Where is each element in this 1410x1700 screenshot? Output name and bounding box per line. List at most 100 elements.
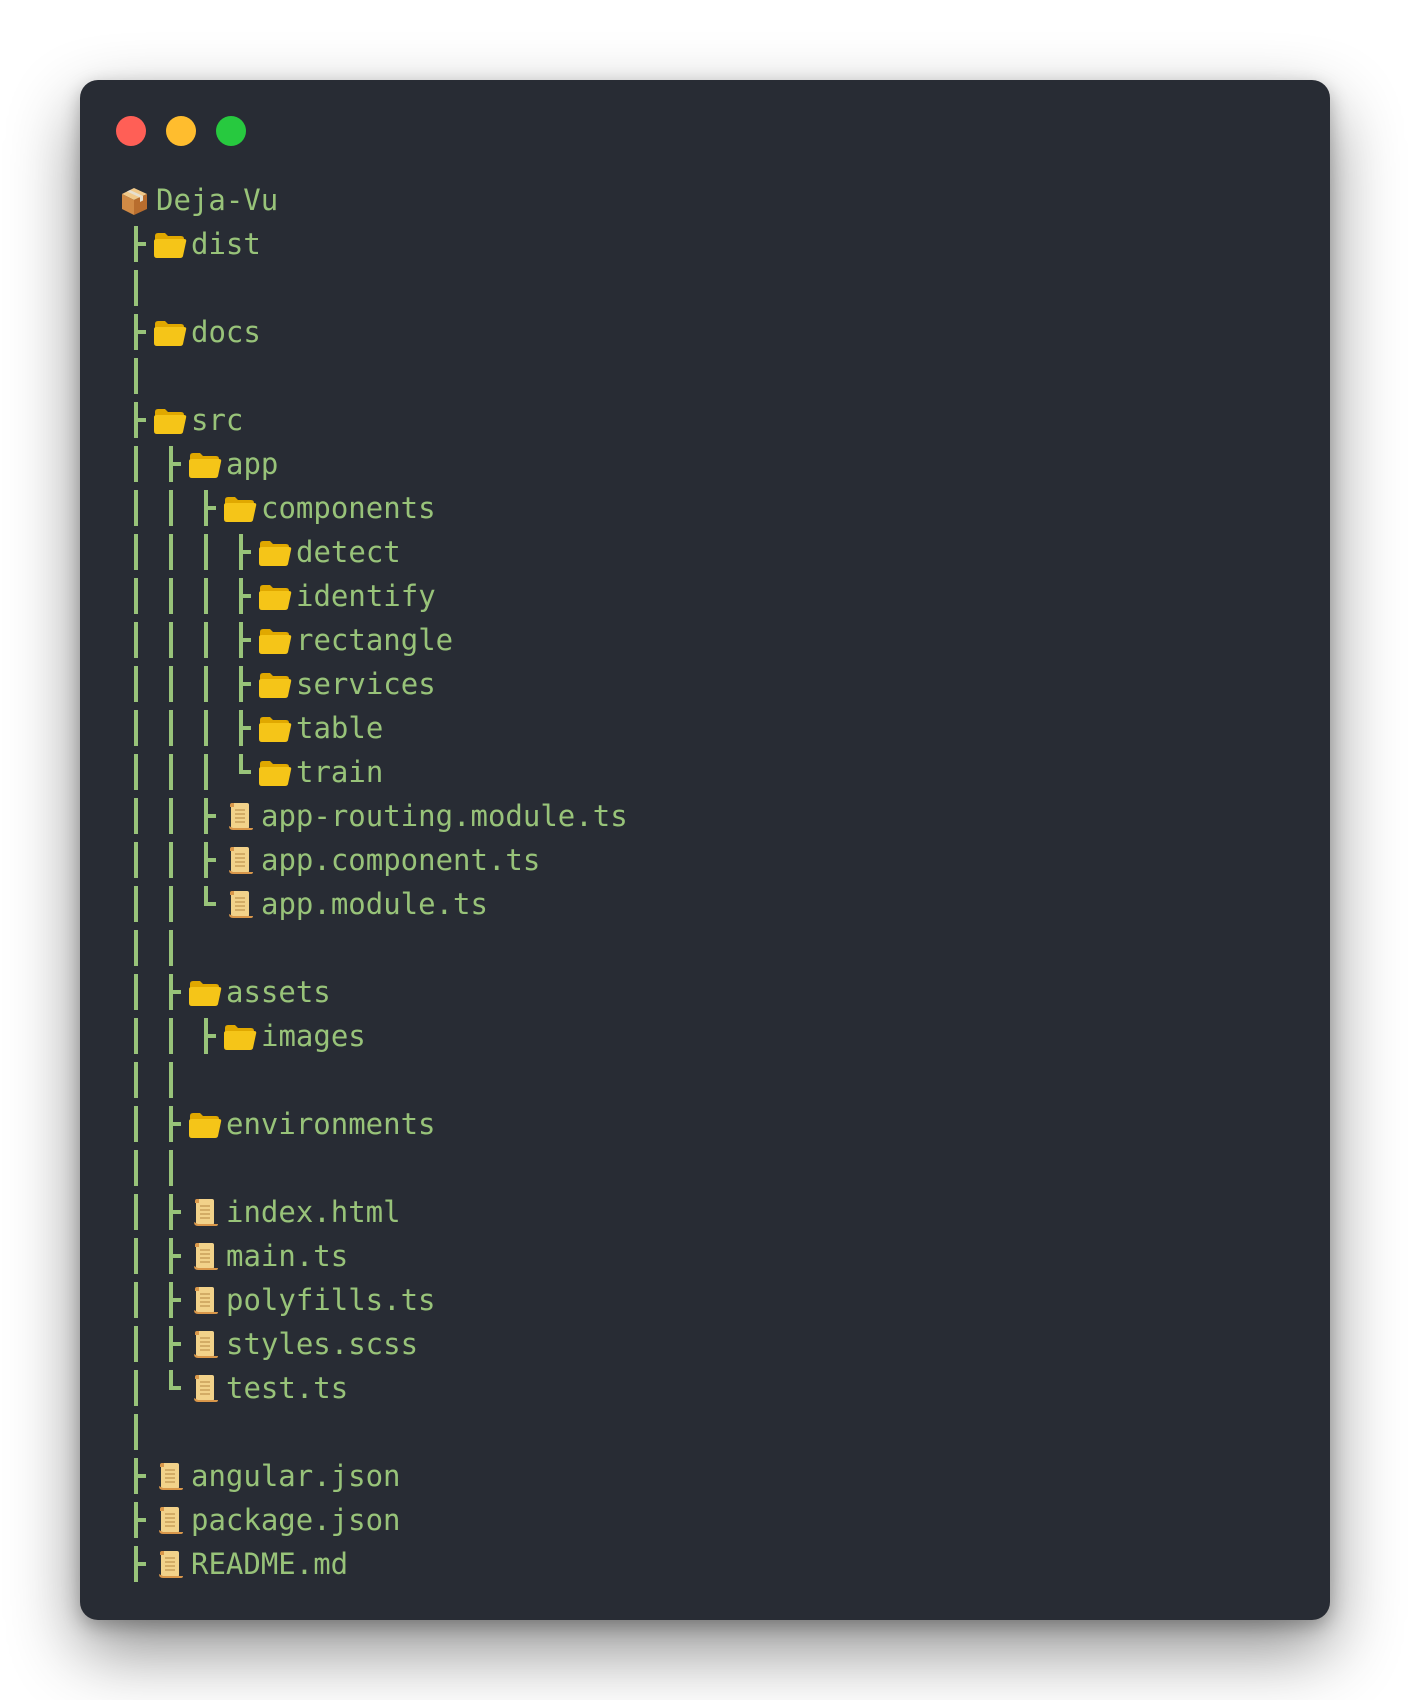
file-icon [188,1286,222,1316]
folder-icon [188,978,222,1008]
tree-guide-bar [153,926,188,970]
folder-icon [258,582,292,612]
tree-guide-tee [153,1102,188,1146]
folder-icon [258,670,292,700]
tree-guide-tee [188,794,223,838]
tree-guide-tee [153,1190,188,1234]
tree-guide-tee [153,970,188,1014]
file-icon [153,1462,187,1492]
tree-item-label: docs [191,315,261,349]
file-icon [223,802,257,832]
tree-guide-corner [223,750,258,794]
folder-icon [153,318,187,348]
tree-item-label: services [296,667,436,701]
tree-guide-bar [153,882,188,926]
tree-guide-bar [118,574,153,618]
tree-item-label: images [261,1019,366,1053]
folder-icon [258,626,292,656]
tree-guide-bar [153,618,188,662]
file-icon [153,1550,187,1580]
tree-guide-bar [118,882,153,926]
tree-guide-bar [153,574,188,618]
tree-item-label: rectangle [296,623,454,657]
tree-guide-bar [118,1278,153,1322]
tree-item-label: environments [226,1107,436,1141]
file-icon [153,1506,187,1536]
tree-guide-bar [118,1366,153,1410]
tree-guide-tee [118,1498,153,1542]
folder-icon [153,230,187,260]
tree-guide-corner [153,1366,188,1410]
tree-guide-tee [118,398,153,442]
minimize-window-button[interactable] [166,116,196,146]
tree-item-label: app.component.ts [261,843,541,877]
tree-guide-bar [118,266,153,310]
tree-item-label: app [226,447,279,481]
tree-item-label: table [296,711,384,745]
tree-item-label: identify [296,579,436,613]
tree-guide-tee [223,574,258,618]
tree-guide-bar [153,662,188,706]
tree-guide-bar [118,1410,153,1454]
tree-guide-bar [118,1234,153,1278]
tree-item-label: app-routing.module.ts [261,799,628,833]
tree-guide-tee [153,1278,188,1322]
tree-item-label: app.module.ts [261,887,488,921]
tree-item-label: test.ts [226,1371,349,1405]
tree-item-label: README.md [191,1547,349,1581]
close-window-button[interactable] [116,116,146,146]
tree-guide-bar [188,530,223,574]
tree-guide-bar [118,750,153,794]
tree-guide-corner [188,882,223,926]
tree-guide-tee [153,1322,188,1366]
tree-guide-bar [118,662,153,706]
tree-item-label: assets [226,975,331,1009]
maximize-window-button[interactable] [216,116,246,146]
tree-guide-bar [118,1014,153,1058]
tree-guide-tee [188,486,223,530]
tree-guide-bar [153,1146,188,1190]
tree-guide-bar [188,750,223,794]
tree-guide-tee [223,706,258,750]
tree-item-label: detect [296,535,401,569]
folder-icon [223,494,257,524]
tree-guide-tee [153,442,188,486]
folder-icon [188,1110,222,1140]
folder-icon [258,714,292,744]
tree-guide-bar [118,706,153,750]
tree-guide-bar [118,442,153,486]
tree-guide-bar [153,794,188,838]
folder-icon [223,1022,257,1052]
tree-guide-bar [188,706,223,750]
tree-guide-bar [153,1014,188,1058]
tree-guide-bar [118,794,153,838]
tree-item-label: components [261,491,436,525]
tree-guide-tee [188,1014,223,1058]
tree-guide-tee [118,1542,153,1586]
tree-guide-bar [118,970,153,1014]
tree-item-label: train [296,755,384,789]
tree-guide-tee [118,222,153,266]
tree-guide-tee [223,618,258,662]
tree-guide-bar [153,1058,188,1102]
tree-guide-bar [118,354,153,398]
folder-icon [258,538,292,568]
tree-guide-bar [153,750,188,794]
tree-item-label: dist [191,227,261,261]
tree-item-label: package.json [191,1503,401,1537]
tree-guide-bar [188,618,223,662]
tree-guide-bar [118,1102,153,1146]
tree-guide-bar [118,486,153,530]
tree-item-label: main.ts [226,1239,349,1273]
tree-item-label: Deja-Vu [156,183,279,217]
tree-guide-bar [118,1146,153,1190]
file-icon [223,846,257,876]
tree-guide-bar [153,838,188,882]
file-icon [188,1330,222,1360]
tree-guide-bar [188,662,223,706]
tree-guide-bar [118,530,153,574]
tree-guide-bar [153,530,188,574]
folder-icon [188,450,222,480]
tree-guide-tee [118,1454,153,1498]
